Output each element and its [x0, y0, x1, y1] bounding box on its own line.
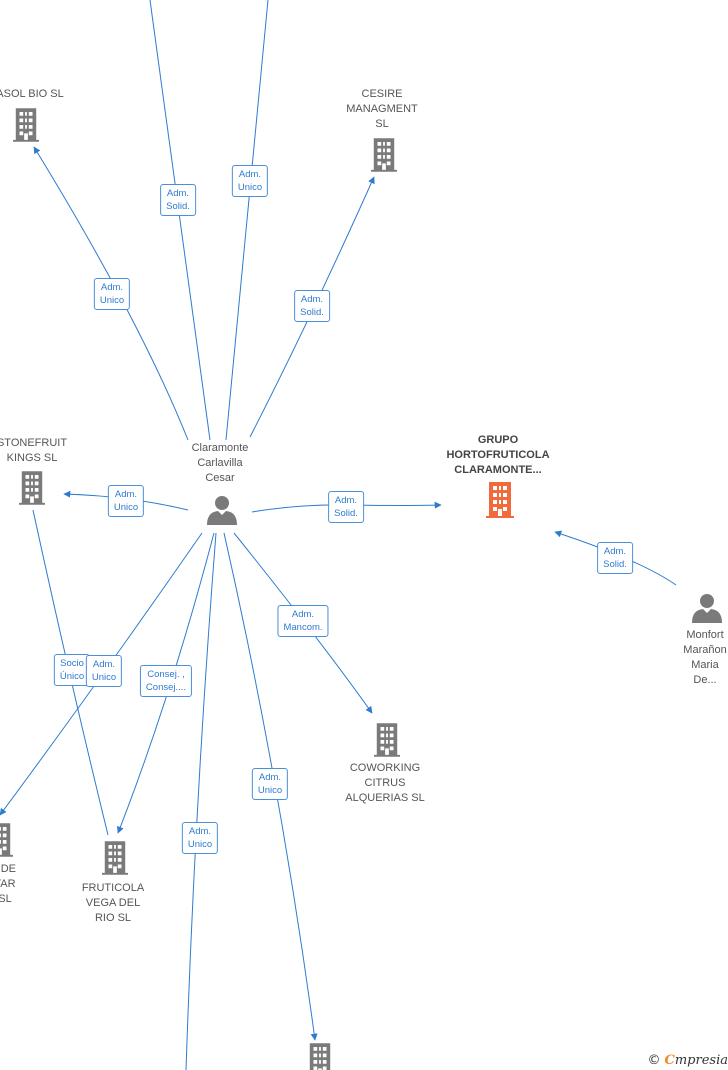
- node-label-person-claramonte[interactable]: Claramonte Carlavilla Cesar: [191, 442, 249, 484]
- node-label-company-stonefruit[interactable]: STONEFRUIT KINGS SL: [0, 437, 68, 464]
- edge-label-e11[interactable]: Consej. , Consej....: [139, 665, 193, 697]
- building-icon-company-bottom[interactable]: [307, 1043, 333, 1070]
- building-icon-company-stonefruit[interactable]: [19, 471, 45, 505]
- building-icon-company-fruticola[interactable]: [102, 841, 128, 875]
- node-label-person-monfort[interactable]: Monfort Marañon Maria De...: [683, 629, 727, 686]
- brand-name: mpresia: [674, 1053, 728, 1068]
- edge-label-e3[interactable]: Adm. Unico: [93, 278, 131, 310]
- node-label-company-coworking[interactable]: COWORKING CITRUS ALQUERIAS SL: [345, 762, 425, 804]
- building-icon-company-cesire[interactable]: [371, 138, 397, 172]
- person-icon-person-monfort[interactable]: [692, 594, 722, 623]
- copyright-symbol: ©: [647, 1053, 661, 1068]
- node-label-company-left-bottom[interactable]: ) DE TAR SL: [0, 863, 16, 905]
- building-icon-company-left-bottom[interactable]: [0, 823, 13, 857]
- node-label-company-grupo[interactable]: GRUPO HORTOFRUTICOLA CLARAMONTE...: [446, 434, 550, 476]
- node-label-company-asol[interactable]: ASOL BIO SL: [0, 88, 64, 100]
- edge-label-e8[interactable]: Adm. Mancom.: [277, 605, 329, 637]
- edge-label-e7[interactable]: Adm. Solid.: [597, 542, 633, 574]
- edge-label-e13[interactable]: Adm. Unico: [251, 768, 289, 800]
- building-icon-company-asol[interactable]: [13, 108, 39, 142]
- edge-label-e1[interactable]: Adm. Solid.: [160, 184, 196, 216]
- edge-label-e6[interactable]: Adm. Solid.: [328, 491, 364, 523]
- brand-initial: C: [664, 1053, 675, 1068]
- person-icon-person-claramonte[interactable]: [207, 496, 237, 525]
- edge-line-e12: [185, 532, 217, 1070]
- edge-label-e4[interactable]: Adm. Solid.: [294, 290, 330, 322]
- edge-label-e2[interactable]: Adm. Unico: [231, 165, 269, 197]
- watermark: ©Cmpresia: [648, 1053, 728, 1068]
- building-icon-company-grupo[interactable]: [486, 482, 514, 518]
- edge-label-e9[interactable]: Socio Único: [53, 654, 91, 686]
- edge-line-e2: [225, 0, 269, 441]
- node-label-company-cesire[interactable]: CESIRE MANAGMENT SL: [346, 88, 418, 130]
- edge-label-e12[interactable]: Adm. Unico: [181, 822, 219, 854]
- edge-label-e10[interactable]: Adm. Unico: [85, 655, 123, 687]
- edge-label-e5[interactable]: Adm. Unico: [107, 485, 145, 517]
- building-icon-company-coworking[interactable]: [374, 723, 400, 757]
- node-label-company-fruticola[interactable]: FRUTICOLA VEGA DEL RIO SL: [81, 882, 145, 924]
